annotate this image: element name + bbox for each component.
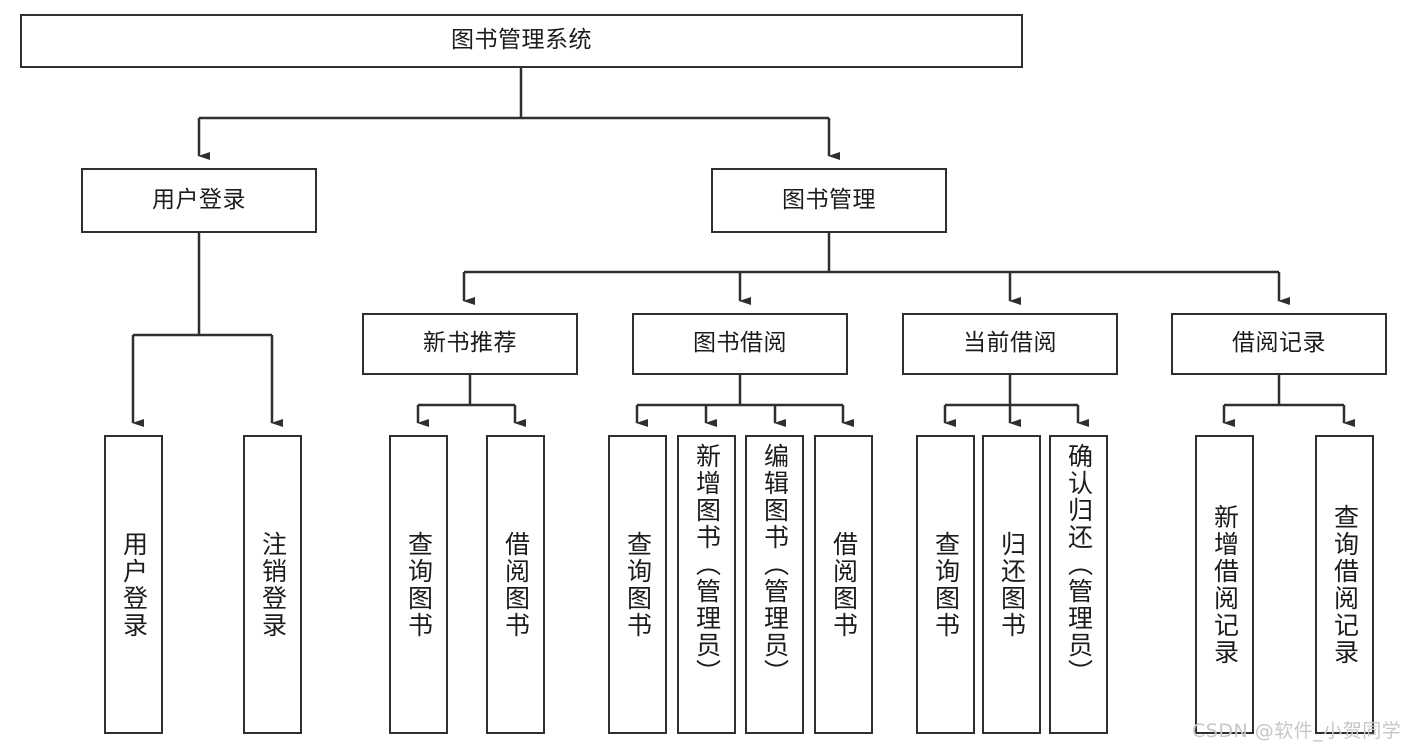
node-label: 当前借阅 <box>963 330 1057 357</box>
node-leaf-user-login[interactable]: 用户登录 <box>104 435 163 734</box>
node-label: 新书推荐 <box>423 330 517 357</box>
node-label: 查询借阅记录 <box>1330 503 1360 666</box>
node-leaf-query-book-2[interactable]: 查询图书 <box>608 435 667 734</box>
node-label: 借阅图书 <box>501 530 531 639</box>
node-new-book-recommend[interactable]: 新书推荐 <box>362 313 578 375</box>
node-book-management[interactable]: 图书管理 <box>711 168 947 233</box>
node-label: 查询图书 <box>404 530 434 639</box>
node-leaf-edit-book-admin[interactable]: 编辑图书（管理员） <box>745 435 804 734</box>
node-leaf-add-book-admin[interactable]: 新增图书（管理员） <box>677 435 736 734</box>
node-leaf-return-book[interactable]: 归还图书 <box>982 435 1041 734</box>
node-leaf-borrow-book-1[interactable]: 借阅图书 <box>486 435 545 734</box>
node-label: 归还图书 <box>997 530 1027 639</box>
node-label: 借阅记录 <box>1232 330 1326 357</box>
node-label: 注销登录 <box>258 530 288 639</box>
node-borrow-record[interactable]: 借阅记录 <box>1171 313 1387 375</box>
node-label: 借阅图书 <box>829 530 859 639</box>
node-leaf-borrow-book-2[interactable]: 借阅图书 <box>814 435 873 734</box>
node-leaf-add-borrow-record[interactable]: 新增借阅记录 <box>1195 435 1254 734</box>
node-leaf-query-book-3[interactable]: 查询图书 <box>916 435 975 734</box>
node-label: 查询图书 <box>623 530 653 639</box>
node-label: 图书管理 <box>782 186 876 213</box>
node-book-borrow[interactable]: 图书借阅 <box>632 313 848 375</box>
node-label: 新增图书（管理员） <box>692 443 722 686</box>
node-current-borrow[interactable]: 当前借阅 <box>902 313 1118 375</box>
watermark-text: CSDN @软件_小贺同学 <box>1192 720 1402 742</box>
node-leaf-confirm-return-admin[interactable]: 确认归还（管理员） <box>1049 435 1108 734</box>
node-leaf-query-borrow-record[interactable]: 查询借阅记录 <box>1315 435 1374 734</box>
node-label: 确认归还（管理员） <box>1064 443 1094 686</box>
node-label: 查询图书 <box>931 530 961 639</box>
node-user-login[interactable]: 用户登录 <box>81 168 317 233</box>
node-book-management-system[interactable]: 图书管理系统 <box>20 14 1023 68</box>
node-label: 图书管理系统 <box>451 27 592 54</box>
node-label: 新增借阅记录 <box>1210 503 1240 666</box>
node-label: 用户登录 <box>152 186 246 213</box>
node-leaf-logout-login[interactable]: 注销登录 <box>243 435 302 734</box>
node-label: 图书借阅 <box>693 330 787 357</box>
node-leaf-query-book-1[interactable]: 查询图书 <box>389 435 448 734</box>
node-label: 编辑图书（管理员） <box>760 443 790 686</box>
node-label: 用户登录 <box>119 530 149 639</box>
